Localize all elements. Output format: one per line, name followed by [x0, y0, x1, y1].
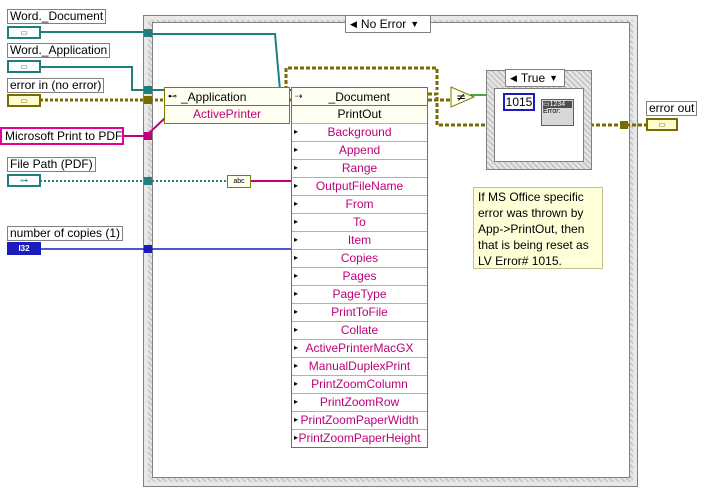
word-document-label: Word._Document — [7, 9, 107, 24]
file-path-terminal[interactable]: ⊶ — [7, 174, 41, 187]
inner-case-label: True — [520, 71, 546, 85]
copies-terminal[interactable]: I32 — [7, 242, 41, 255]
document-invoke-node[interactable]: ⇢ _Document PrintOut BackgroundAppendRan… — [291, 87, 428, 448]
word-application-terminal[interactable]: ▭ — [7, 60, 41, 73]
word-document-terminal[interactable]: ▭ — [7, 26, 41, 39]
path-to-string-icon[interactable]: abc — [227, 175, 251, 188]
error-out-label: error out — [646, 101, 698, 116]
error-in-label: error in (no error) — [7, 78, 105, 93]
error-in-terminal[interactable]: ▭ — [7, 94, 41, 107]
printer-string-constant[interactable]: Microsoft Print to PDF — [0, 127, 124, 145]
printout-param[interactable]: Append — [292, 141, 427, 159]
application-node-header: ⊷ _Application — [165, 88, 289, 106]
printout-param[interactable]: Range — [292, 159, 427, 177]
printout-param[interactable]: Pages — [292, 267, 427, 285]
printout-param[interactable]: ManualDuplexPrint — [292, 357, 427, 375]
printout-param[interactable]: From — [292, 195, 427, 213]
printout-param[interactable]: Item — [292, 231, 427, 249]
printout-param[interactable]: Collate — [292, 321, 427, 339]
printout-param[interactable]: To — [292, 213, 427, 231]
printout-param[interactable]: PrintZoomRow — [292, 393, 427, 411]
file-path-label: File Path (PDF) — [7, 157, 96, 172]
printout-param[interactable]: PrintToFile — [292, 303, 427, 321]
case-selector[interactable]: ◀ No Error ▼ — [345, 15, 431, 33]
case-selector-label: No Error — [360, 17, 407, 31]
decrement-arrow-icon[interactable]: ◀ — [510, 72, 517, 83]
not-equal-icon: ≠ — [456, 90, 466, 104]
invoke-arrow-icon: ⇢ — [295, 91, 303, 101]
inner-case-selector[interactable]: ◀ True ▼ — [505, 69, 565, 87]
not-equal-node[interactable]: ≠ — [450, 86, 476, 108]
error-cluster-header: ▭1234 — [543, 101, 572, 108]
error-out-terminal[interactable]: ▭ — [646, 118, 678, 131]
error-cluster-label: Error: — [543, 108, 561, 115]
application-node-title: _Application — [181, 89, 247, 104]
document-node-title: _Document — [328, 89, 390, 104]
printout-param[interactable]: PrintZoomColumn — [292, 375, 427, 393]
document-node-header: ⇢ _Document — [292, 88, 427, 106]
printout-param[interactable]: OutputFileName — [292, 177, 427, 195]
comment-note: If MS Office specific error was thrown b… — [473, 187, 603, 269]
active-printer-property[interactable]: ActivePrinter — [192, 107, 262, 121]
printout-param[interactable]: Background — [292, 123, 427, 141]
error-cluster-icon[interactable]: ▭1234 Error: — [541, 99, 574, 126]
dropdown-arrow-icon[interactable]: ▼ — [410, 19, 420, 29]
error-top-wire — [284, 66, 439, 90]
copies-label: number of copies (1) — [7, 226, 124, 241]
refnum-icon: ⊷ — [168, 91, 177, 101]
decrement-arrow-icon[interactable]: ◀ — [350, 18, 357, 29]
dropdown-arrow-icon[interactable]: ▼ — [549, 73, 559, 83]
word-application-label: Word._Application — [7, 43, 111, 58]
printout-method[interactable]: PrintOut — [337, 107, 382, 121]
error-case-wire — [428, 92, 490, 127]
error-code-constant[interactable]: 1015 — [503, 93, 535, 111]
printout-param[interactable]: PageType — [292, 285, 427, 303]
printout-param[interactable]: Copies — [292, 249, 427, 267]
printout-param[interactable]: PrintZoomPaperWidth — [292, 411, 427, 429]
printout-param[interactable]: PrintZoomPaperHeight — [292, 429, 427, 447]
application-property-node[interactable]: ⊷ _Application ActivePrinter — [164, 87, 290, 124]
printout-param[interactable]: ActivePrinterMacGX — [292, 339, 427, 357]
